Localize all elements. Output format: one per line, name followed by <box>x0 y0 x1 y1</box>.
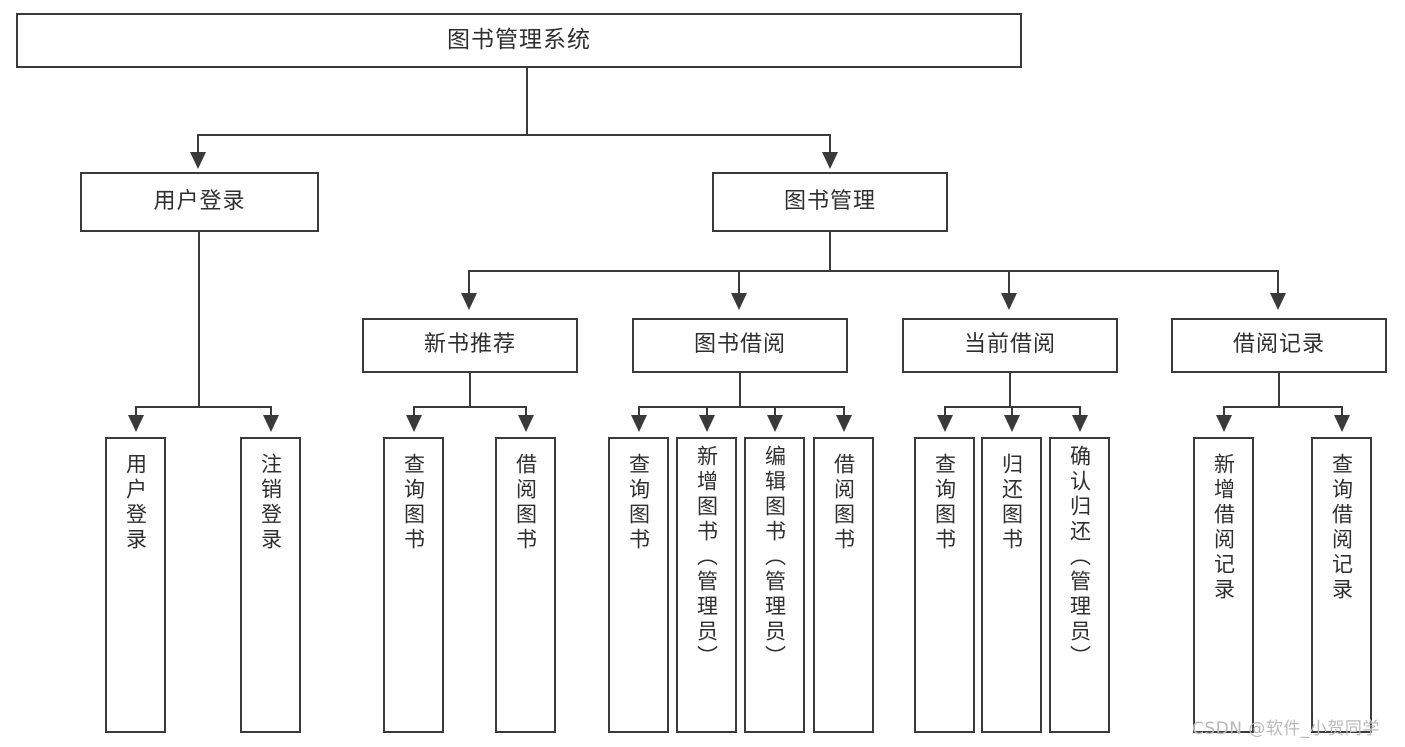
connector-userlogin-drop-2 <box>270 406 272 418</box>
leaf-label: 借阅图书 <box>513 453 538 553</box>
watermark-credit: CSDN @软件_小贺同学 <box>1192 719 1380 739</box>
arrowhead-root-left <box>190 152 206 169</box>
arrowhead-newbook-2 <box>518 415 534 432</box>
arrowhead-borrowrecord-1 <box>1216 415 1232 432</box>
arrowhead-bookborrow-2 <box>699 415 715 432</box>
leaf-current-borrow-confirm[interactable]: 确认归还（管理员） <box>1049 437 1110 733</box>
arrowhead-userlogin-1 <box>128 415 144 432</box>
connector-currentborrow-drop-3 <box>1079 406 1081 418</box>
arrowhead-root-right <box>822 152 838 169</box>
node-root-system[interactable]: 图书管理系统 <box>16 13 1022 68</box>
leaf-borrow-record-query[interactable]: 查询借阅记录 <box>1311 437 1372 733</box>
arrowhead-currentborrow-2 <box>1004 415 1020 432</box>
connector-userlogin-bus <box>135 406 271 408</box>
connector-bookmgmt-bus <box>468 270 1279 272</box>
leaf-label: 查询图书 <box>401 453 426 553</box>
connector-bookborrow-drop-3 <box>774 406 776 418</box>
arrowhead-bookborrow-4 <box>836 415 852 432</box>
connector-root-left-drop <box>197 134 199 155</box>
connector-borrowrecord-bus <box>1223 406 1342 408</box>
leaf-new-book-borrow[interactable]: 借阅图书 <box>495 437 556 733</box>
connector-currentborrow-drop-2 <box>1011 406 1013 418</box>
arrowhead-newbook-1 <box>406 415 422 432</box>
leaf-label: 编辑图书（管理员） <box>762 445 787 670</box>
node-user-login[interactable]: 用户登录 <box>80 172 319 232</box>
node-current-borrow[interactable]: 当前借阅 <box>902 318 1118 373</box>
leaf-label: 注销登录 <box>258 453 283 553</box>
connector-borrowrecord-drop-1 <box>1223 406 1225 418</box>
leaf-label: 新增借阅记录 <box>1211 453 1236 603</box>
arrowhead-currentborrow-1 <box>937 415 953 432</box>
leaf-label: 归还图书 <box>999 453 1024 553</box>
connector-borrowrecord-drop-2 <box>1341 406 1343 418</box>
connector-bookborrow-drop-1 <box>638 406 640 418</box>
connector-bookborrow-drop-4 <box>843 406 845 418</box>
leaf-book-borrow-edit[interactable]: 编辑图书（管理员） <box>744 437 805 733</box>
connector-userlogin-drop-1 <box>135 406 137 418</box>
arrowhead-bookmgmt-2 <box>731 293 747 310</box>
connector-userlogin-stem <box>198 232 200 407</box>
leaf-current-borrow-query[interactable]: 查询图书 <box>914 437 975 733</box>
connector-root-right-drop <box>829 134 831 155</box>
leaf-label: 确认归还（管理员） <box>1067 445 1092 670</box>
connector-bookmgmt-drop-4 <box>1277 270 1279 295</box>
leaf-label: 新增图书（管理员） <box>694 445 719 670</box>
arrowhead-borrowrecord-2 <box>1334 415 1350 432</box>
connector-currentborrow-drop-1 <box>944 406 946 418</box>
connector-bookborrow-bus <box>638 406 845 408</box>
arrowhead-bookmgmt-1 <box>461 293 477 310</box>
connector-newbook-stem <box>469 373 471 407</box>
leaf-label: 查询图书 <box>932 453 957 553</box>
leaf-label: 查询借阅记录 <box>1329 453 1354 603</box>
leaf-label: 查询图书 <box>626 453 651 553</box>
arrowhead-bookmgmt-3 <box>1001 293 1017 310</box>
leaf-label: 借阅图书 <box>831 453 856 553</box>
connector-bookborrow-drop-2 <box>706 406 708 418</box>
node-new-book-recommend[interactable]: 新书推荐 <box>362 318 578 373</box>
connector-newbook-drop-2 <box>525 406 527 418</box>
connector-root-stem <box>526 68 528 135</box>
node-borrow-record[interactable]: 借阅记录 <box>1171 318 1387 373</box>
arrowhead-bookborrow-1 <box>631 415 647 432</box>
leaf-book-borrow-add[interactable]: 新增图书（管理员） <box>676 437 737 733</box>
connector-root-bus <box>197 134 830 136</box>
connector-bookmgmt-stem <box>829 232 831 271</box>
leaf-book-borrow-query[interactable]: 查询图书 <box>608 437 669 733</box>
leaf-current-borrow-return[interactable]: 归还图书 <box>981 437 1042 733</box>
leaf-borrow-record-add[interactable]: 新增借阅记录 <box>1193 437 1254 733</box>
leaf-new-book-query[interactable]: 查询图书 <box>383 437 444 733</box>
connector-bookborrow-stem <box>739 373 741 407</box>
leaf-book-borrow-borrow[interactable]: 借阅图书 <box>813 437 874 733</box>
leaf-user-login-logout[interactable]: 注销登录 <box>240 437 301 733</box>
connector-bookmgmt-drop-3 <box>1008 270 1010 295</box>
connector-bookmgmt-drop-1 <box>468 270 470 295</box>
node-book-management[interactable]: 图书管理 <box>712 172 948 232</box>
node-book-borrow[interactable]: 图书借阅 <box>632 318 848 373</box>
leaf-label: 用户登录 <box>123 453 148 553</box>
arrowhead-userlogin-2 <box>263 415 279 432</box>
connector-newbook-bus <box>413 406 526 408</box>
arrowhead-currentborrow-3 <box>1072 415 1088 432</box>
leaf-user-login-login[interactable]: 用户登录 <box>105 437 166 733</box>
connector-borrowrecord-stem <box>1278 373 1280 407</box>
connector-currentborrow-stem <box>1009 373 1011 407</box>
arrowhead-bookborrow-3 <box>767 415 783 432</box>
arrowhead-bookmgmt-4 <box>1270 293 1286 310</box>
connector-newbook-drop-1 <box>413 406 415 418</box>
connector-bookmgmt-drop-2 <box>738 270 740 295</box>
